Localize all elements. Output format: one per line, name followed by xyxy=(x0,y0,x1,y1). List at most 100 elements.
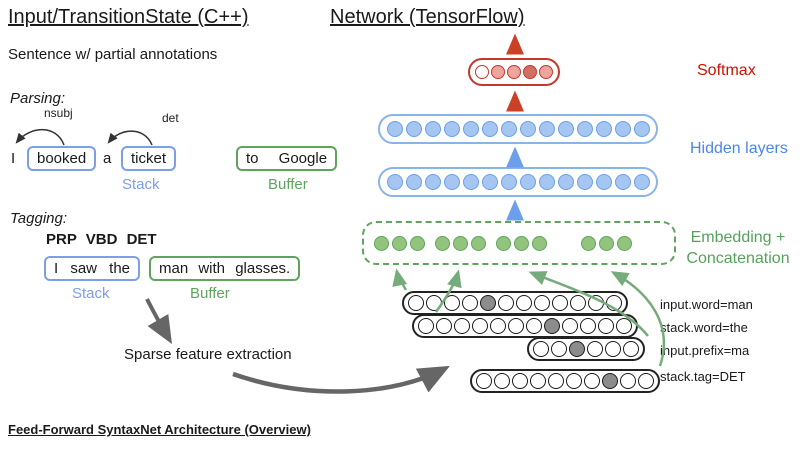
hidden-layer-box xyxy=(378,167,658,197)
embedding-group xyxy=(496,235,547,251)
feature-unit-circle xyxy=(562,318,578,334)
arc-nsubj xyxy=(15,129,65,146)
hidden-unit-circle xyxy=(500,174,517,190)
embedding-unit-circle xyxy=(453,235,468,251)
hidden-unit-circle xyxy=(424,121,441,137)
hidden-unit-circle xyxy=(424,174,441,190)
feature-unit-circle xyxy=(472,318,488,334)
feature-unit-circle xyxy=(605,341,621,357)
feature-row-input-word xyxy=(402,291,628,315)
embedding-unit-circle xyxy=(410,235,425,251)
softmax-label: Softmax xyxy=(697,62,756,79)
hidden-unit-circle xyxy=(386,174,403,190)
embedding-unit-circle xyxy=(392,235,407,251)
tagging-buffer-box: man with glasses. xyxy=(149,256,301,281)
feature-unit-circle xyxy=(480,295,496,311)
hidden-unit-circle xyxy=(386,121,403,137)
feature-unit-circle xyxy=(436,318,452,334)
feature-unit-circle xyxy=(462,295,478,311)
feature-unit-circle xyxy=(516,295,532,311)
hidden-unit-circle xyxy=(557,121,574,137)
hidden-unit-circle xyxy=(481,174,498,190)
feature-unit-circle xyxy=(570,295,586,311)
embedding-unit-circle xyxy=(514,235,529,251)
embedding-unit-circle xyxy=(471,235,486,251)
hidden-unit-circle xyxy=(576,121,593,137)
feature-unit-circle xyxy=(602,373,618,389)
feature-unit-circle xyxy=(490,318,506,334)
feature-unit-circle xyxy=(418,318,434,334)
tagging-stack-label: Stack xyxy=(72,285,110,302)
feature-unit-circle xyxy=(638,373,654,389)
hidden-unit-circle xyxy=(614,174,631,190)
hidden-unit-circle xyxy=(462,174,479,190)
feature-unit-circle xyxy=(580,318,596,334)
softmax-unit-circle xyxy=(491,65,505,79)
embedding-unit-circle xyxy=(374,235,389,251)
hidden-unit-circle xyxy=(595,121,612,137)
embedding-label-line2: Concatenation xyxy=(686,250,790,267)
embedding-label-line1: Embedding + xyxy=(690,229,786,246)
feature-unit-circle xyxy=(584,373,600,389)
feature-unit-circle xyxy=(454,318,470,334)
feature-unit-circle xyxy=(552,295,568,311)
softmax-unit-circle xyxy=(475,65,489,79)
token-a: a xyxy=(103,150,112,167)
softmax-unit-circle xyxy=(507,65,521,79)
hidden-unit-circle xyxy=(519,121,536,137)
feature-unit-circle xyxy=(533,341,549,357)
tagging-to-sparse-arrow xyxy=(145,298,173,345)
feature-label-input-prefix: input.prefix=ma xyxy=(660,343,750,358)
hidden-unit-circle xyxy=(538,121,555,137)
hidden-unit-circle xyxy=(443,121,460,137)
sparse-to-features-arrow xyxy=(232,365,450,394)
arc-label-det: det xyxy=(162,111,179,125)
parsing-buffer-box: to Google xyxy=(236,146,338,171)
hidden-unit-circle xyxy=(500,121,517,137)
embedding-label: Embedding + Concatenation xyxy=(680,227,796,269)
feature-unit-circle xyxy=(616,318,632,334)
hidden-unit-circle xyxy=(595,174,612,190)
hidden-unit-circle xyxy=(462,121,479,137)
hidden-unit-circle xyxy=(405,121,422,137)
feature-label-input-word: input.word=man xyxy=(660,297,753,312)
feature-unit-circle xyxy=(620,373,636,389)
feature-row-stack-word xyxy=(412,314,638,338)
feature-row-stack-tag xyxy=(470,369,660,393)
feature-unit-circle xyxy=(494,373,510,389)
feature-unit-circle xyxy=(623,341,639,357)
hidden-unit-circle xyxy=(443,174,460,190)
feature-unit-circle xyxy=(551,341,567,357)
softmax-box xyxy=(468,58,560,86)
softmax-unit-circle xyxy=(539,65,553,79)
feature-unit-circle xyxy=(566,373,582,389)
feature-unit-circle xyxy=(548,373,564,389)
hidden-unit-circle xyxy=(481,121,498,137)
feature-unit-circle xyxy=(508,318,524,334)
feature-label-stack-word: stack.word=the xyxy=(660,320,748,335)
footer-caption: Feed-Forward SyntaxNet Architecture (Ove… xyxy=(8,422,311,437)
embedding-unit-circle xyxy=(532,235,547,251)
feature-unit-circle xyxy=(587,341,603,357)
feature-unit-circle xyxy=(606,295,622,311)
parsing-stack-box-booked: booked xyxy=(27,146,97,171)
feature-unit-circle xyxy=(512,373,528,389)
pos-tags: PRP VBD DET xyxy=(46,231,157,248)
hidden-unit-circle xyxy=(557,174,574,190)
feature-unit-circle xyxy=(598,318,614,334)
hidden-unit-circle xyxy=(614,121,631,137)
parsing-buffer-label: Buffer xyxy=(268,176,308,193)
feature-unit-circle xyxy=(588,295,604,311)
embedding-group xyxy=(435,235,486,251)
feature-unit-circle xyxy=(476,373,492,389)
embedding-group xyxy=(581,235,632,251)
softmax-unit-circle xyxy=(523,65,537,79)
feature-unit-circle xyxy=(544,318,560,334)
sparse-feature-label: Sparse feature extraction xyxy=(124,346,292,363)
feature-unit-circle xyxy=(498,295,514,311)
feature-unit-circle xyxy=(408,295,424,311)
hidden-unit-circle xyxy=(538,174,555,190)
embedding-unit-circle xyxy=(599,235,614,251)
tagging-stack-box: I saw the xyxy=(44,256,141,281)
arc-det xyxy=(107,130,153,146)
